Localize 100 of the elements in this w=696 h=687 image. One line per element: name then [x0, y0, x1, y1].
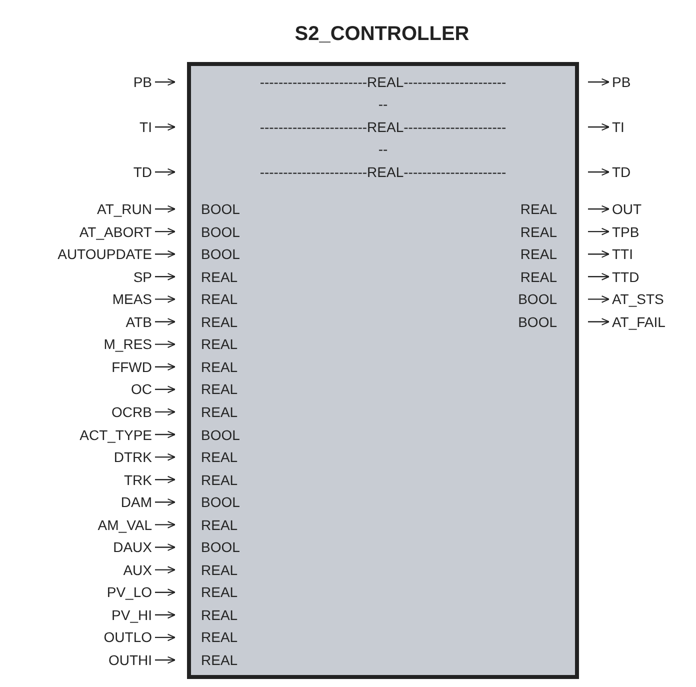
arrow	[155, 453, 176, 461]
arrow	[588, 228, 610, 236]
input-pin-label: AUX	[2, 562, 152, 578]
arrow	[155, 295, 176, 303]
input-pin-label: M_RES	[2, 336, 152, 352]
diagram-title: S2_CONTROLLER	[294, 22, 470, 46]
data-type-label: REAL	[201, 472, 238, 488]
data-type-label: REAL	[201, 268, 238, 285]
data-type-label: REAL	[201, 562, 238, 578]
arrow	[588, 295, 610, 303]
input-pin-label: PV_HI	[2, 606, 152, 623]
data-type-label: BOOL	[201, 224, 240, 240]
input-pin-label: AM_VAL	[2, 516, 152, 533]
arrow	[588, 250, 610, 258]
arrow	[155, 386, 176, 394]
input-pin-label: DTRK	[2, 449, 152, 466]
input-pin-label: DAUX	[2, 539, 152, 556]
data-type-label: REAL	[520, 201, 557, 217]
arrow	[155, 123, 176, 131]
arrow	[155, 228, 176, 236]
data-type-label: -----------------------REAL----------------------	[258, 74, 508, 90]
input-pin-label: AUTOUPDATE	[2, 246, 152, 262]
data-type-label: REAL	[201, 606, 238, 623]
input-pin-label: AT_ABORT	[2, 224, 152, 240]
data-type-label: -----------------------REAL----------------------	[258, 119, 508, 135]
separator-text: --	[377, 141, 389, 157]
arrow	[155, 250, 176, 258]
output-pin-label: AT_FAIL	[612, 314, 692, 330]
arrow	[155, 476, 176, 484]
arrow	[155, 588, 176, 596]
data-type-label: REAL	[201, 291, 238, 308]
data-type-label: REAL	[520, 268, 557, 285]
input-pin-label: ATB	[2, 314, 152, 330]
input-pin-label: TD	[2, 164, 152, 180]
data-type-label: REAL	[201, 314, 238, 330]
arrow	[588, 168, 610, 176]
data-type-label: BOOL	[201, 539, 240, 556]
arrow	[155, 544, 176, 551]
data-type-label: REAL	[201, 358, 238, 375]
output-pin-label: PB	[612, 74, 692, 90]
data-type-label: BOOL	[201, 246, 240, 262]
data-type-label: REAL	[201, 336, 238, 352]
input-pin-label: OUTLO	[2, 629, 152, 646]
output-pin-label: OUT	[612, 201, 692, 217]
arrow	[155, 318, 176, 326]
arrow	[155, 363, 176, 371]
data-type-label: BOOL	[518, 291, 557, 308]
data-type-label: REAL	[520, 224, 557, 240]
input-pin-label: ACT_TYPE	[2, 426, 152, 442]
data-type-label: REAL	[201, 516, 238, 533]
arrow	[588, 272, 610, 280]
data-type-label: BOOL	[518, 314, 557, 330]
arrow	[155, 430, 176, 438]
data-type-label: REAL	[201, 404, 238, 420]
output-pin-label: TD	[612, 164, 692, 180]
arrow	[155, 272, 176, 280]
data-type-label: BOOL	[201, 426, 240, 442]
arrow	[588, 205, 610, 213]
data-type-label: REAL	[201, 584, 238, 600]
output-pin-label: TTI	[612, 246, 692, 262]
arrow	[155, 566, 176, 574]
input-pin-label: AT_RUN	[2, 201, 152, 217]
arrow	[588, 123, 610, 131]
output-pin-label: TI	[612, 119, 692, 135]
input-pin-label: SP	[2, 268, 152, 285]
input-pin-label: OC	[2, 381, 152, 398]
arrow	[155, 611, 176, 619]
separator-text: --	[377, 96, 389, 112]
output-pin-label: TTD	[612, 268, 692, 285]
arrow	[155, 168, 176, 176]
arrow	[155, 520, 176, 528]
output-pin-label: AT_STS	[612, 291, 692, 308]
arrow	[588, 78, 610, 86]
arrow	[155, 78, 176, 86]
data-type-label: REAL	[201, 652, 238, 668]
function-block	[187, 62, 579, 679]
arrow	[155, 340, 176, 348]
arrow	[588, 318, 610, 326]
arrow	[155, 656, 176, 664]
arrow	[155, 634, 176, 642]
data-type-label: BOOL	[201, 494, 240, 510]
arrow	[155, 408, 176, 416]
input-pin-label: PB	[2, 74, 152, 90]
data-type-label: REAL	[201, 449, 238, 466]
input-pin-label: MEAS	[2, 291, 152, 308]
arrow	[155, 205, 176, 213]
input-pin-label: TI	[2, 119, 152, 135]
output-pin-label: TPB	[612, 224, 692, 240]
data-type-label: REAL	[520, 246, 557, 262]
input-pin-label: DAM	[2, 494, 152, 510]
input-pin-label: FFWD	[2, 358, 152, 375]
input-pin-label: OUTHI	[2, 652, 152, 668]
input-pin-label: TRK	[2, 472, 152, 488]
data-type-label: REAL	[201, 629, 238, 646]
input-pin-label: PV_LO	[2, 584, 152, 600]
arrow	[155, 498, 176, 506]
input-pin-label: OCRB	[2, 404, 152, 420]
data-type-label: BOOL	[201, 201, 240, 217]
data-type-label: -----------------------REAL----------------------	[258, 164, 508, 180]
data-type-label: REAL	[201, 381, 238, 398]
